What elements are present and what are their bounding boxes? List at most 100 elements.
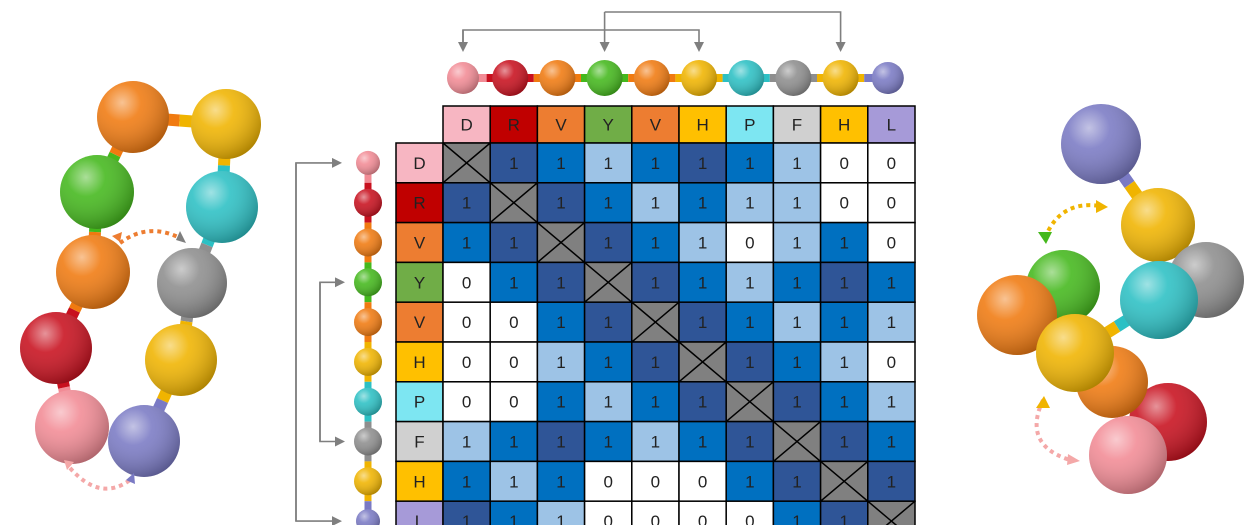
matrix-cell: 1 xyxy=(490,143,537,183)
diagonal-cell xyxy=(632,302,679,342)
matrix-cell: 1 xyxy=(773,223,820,263)
matrix-cell: 1 xyxy=(632,342,679,382)
diagonal-cell xyxy=(443,143,490,183)
column-header-f: F xyxy=(773,106,820,143)
matrix-cell-value: 1 xyxy=(509,512,518,525)
matrix-cell-value: 0 xyxy=(887,234,896,253)
top-bead-d xyxy=(447,62,479,94)
matrix-cell: 1 xyxy=(679,302,726,342)
matrix-cell-value: 1 xyxy=(651,433,660,452)
diagonal-cell xyxy=(490,183,537,223)
matrix-cell: 1 xyxy=(490,461,537,501)
matrix-cell-value: 1 xyxy=(792,234,801,253)
matrix-cell-value: 1 xyxy=(556,273,565,292)
left-arrow-to-d xyxy=(296,163,340,521)
diagonal-cell xyxy=(679,342,726,382)
column-header-r: R xyxy=(490,106,537,143)
matrix-cell: 0 xyxy=(821,183,868,223)
matrix-cell-value: 1 xyxy=(603,154,612,173)
matrix-cell: 1 xyxy=(773,382,820,422)
matrix-cell: 1 xyxy=(868,422,915,462)
matrix-cell-value: 0 xyxy=(839,154,848,173)
matrix-cell-value: 1 xyxy=(556,353,565,372)
left-bead-v xyxy=(354,229,382,257)
matrix-cell: 1 xyxy=(726,422,773,462)
column-header-y: Y xyxy=(585,106,632,143)
row-header-y: Y xyxy=(396,262,443,302)
matrix-cell-value: 0 xyxy=(651,472,660,491)
diagonal-cell xyxy=(868,501,915,525)
row-header-label: F xyxy=(414,433,424,452)
left-bead-v xyxy=(354,308,382,336)
left-bead-r xyxy=(354,189,382,217)
left-bead-h xyxy=(354,467,382,495)
matrix-cell: 0 xyxy=(679,501,726,525)
right-model-bead-p xyxy=(1120,261,1198,339)
matrix-cell-value: 1 xyxy=(698,393,707,412)
matrix-cell: 0 xyxy=(443,342,490,382)
matrix-cell: 0 xyxy=(632,501,679,525)
right-peptide-model xyxy=(977,104,1244,494)
arrowhead-icon xyxy=(1067,454,1080,465)
left-arrow-to-y xyxy=(320,282,343,441)
matrix-cell: 1 xyxy=(585,183,632,223)
top-bead-p xyxy=(728,60,764,96)
left-bead-f xyxy=(354,428,382,456)
row-header-h: H xyxy=(396,342,443,382)
matrix-cell-value: 0 xyxy=(839,194,848,213)
left-bead-p xyxy=(354,388,382,416)
diagonal-cell xyxy=(773,422,820,462)
matrix-cell: 1 xyxy=(443,223,490,263)
matrix-cell-value: 1 xyxy=(462,433,471,452)
matrix-cell: 1 xyxy=(773,143,820,183)
left-model-bead-p xyxy=(186,171,258,243)
matrix-cell-value: 0 xyxy=(745,234,754,253)
matrix-cell-value: 0 xyxy=(887,353,896,372)
matrix-cell-value: 1 xyxy=(745,472,754,491)
right-interaction-arrow-bottom xyxy=(1037,400,1070,460)
top-bead-r xyxy=(492,60,528,96)
matrix-cell-value: 0 xyxy=(462,313,471,332)
diagonal-cell xyxy=(537,223,584,263)
matrix-cell-value: 1 xyxy=(792,393,801,412)
top-bead-y xyxy=(587,60,623,96)
matrix-cell: 1 xyxy=(773,342,820,382)
matrix-cell: 0 xyxy=(490,382,537,422)
matrix-cell: 1 xyxy=(773,302,820,342)
matrix-cell: 1 xyxy=(868,262,915,302)
matrix-cell: 0 xyxy=(726,501,773,525)
matrix-cell-value: 1 xyxy=(745,313,754,332)
matrix-cell-value: 1 xyxy=(839,393,848,412)
right-model-bead-d xyxy=(1089,416,1167,494)
column-header-v: V xyxy=(537,106,584,143)
top-bead-l xyxy=(872,62,904,94)
matrix-cell-value: 0 xyxy=(887,194,896,213)
matrix-cell-value: 0 xyxy=(462,393,471,412)
matrix-cell-value: 1 xyxy=(556,433,565,452)
matrix-cell-value: 1 xyxy=(698,433,707,452)
left-bead-l xyxy=(356,509,380,525)
column-header-h: H xyxy=(679,106,726,143)
matrix-cell: 1 xyxy=(773,262,820,302)
matrix-cell-value: 1 xyxy=(651,273,660,292)
matrix-cell: 0 xyxy=(632,461,679,501)
matrix-cell-value: 0 xyxy=(509,313,518,332)
matrix-cell-value: 1 xyxy=(698,313,707,332)
left-arrow-to-f xyxy=(320,282,343,441)
column-header-label: P xyxy=(744,116,755,135)
matrix-cell-value: 1 xyxy=(556,154,565,173)
column-header-h: H xyxy=(821,106,868,143)
matrix-cell-value: 0 xyxy=(698,512,707,525)
matrix-cell: 1 xyxy=(537,501,584,525)
left-model-bead-l xyxy=(108,405,180,477)
top-bracket-arrows xyxy=(463,12,841,50)
matrix-cell: 1 xyxy=(537,183,584,223)
matrix-cell: 1 xyxy=(585,422,632,462)
matrix-cell-value: 1 xyxy=(792,472,801,491)
matrix-cell-value: 1 xyxy=(887,273,896,292)
matrix-cell-value: 0 xyxy=(462,353,471,372)
matrix-cell-value: 1 xyxy=(887,472,896,491)
matrix-cell: 0 xyxy=(490,302,537,342)
matrix-cell-value: 0 xyxy=(509,353,518,372)
matrix-cell-value: 1 xyxy=(651,234,660,253)
